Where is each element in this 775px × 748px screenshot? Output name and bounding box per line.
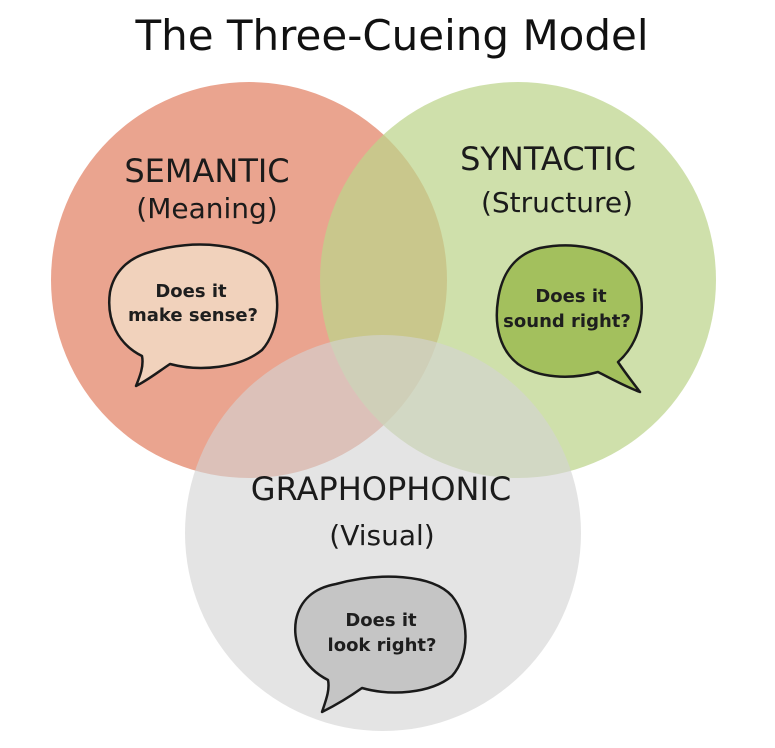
semantic-heading: SEMANTIC bbox=[124, 152, 289, 190]
semantic-bubble-line-1: Does it bbox=[155, 281, 227, 302]
semantic-speech-bubble-icon: Does it make sense? bbox=[108, 243, 279, 388]
syntactic-bubble-line-2: sound right? bbox=[503, 311, 631, 332]
graphophonic-bubble-line-2: look right? bbox=[328, 635, 437, 656]
page-title: The Three-Cueing Model bbox=[134, 11, 648, 60]
syntactic-subheading: (Structure) bbox=[481, 186, 633, 219]
semantic-bubble-line-2: make sense? bbox=[128, 305, 258, 326]
graphophonic-bubble-line-1: Does it bbox=[345, 610, 417, 631]
graphophonic-circle bbox=[185, 335, 581, 731]
syntactic-speech-bubble-icon: Does it sound right? bbox=[495, 244, 643, 394]
syntactic-heading: SYNTACTIC bbox=[460, 140, 636, 178]
graphophonic-heading: GRAPHOPHONIC bbox=[251, 470, 511, 508]
graphophonic-speech-bubble-icon: Does it look right? bbox=[294, 575, 467, 714]
semantic-subheading: (Meaning) bbox=[136, 192, 277, 225]
syntactic-bubble-line-1: Does it bbox=[535, 286, 607, 307]
graphophonic-subheading: (Visual) bbox=[329, 519, 434, 552]
